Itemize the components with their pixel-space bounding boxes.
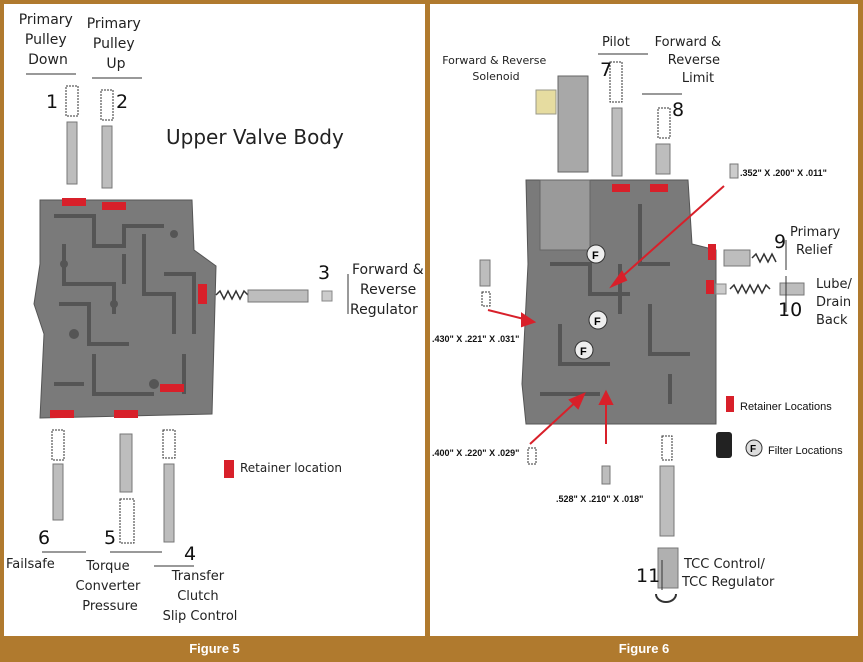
figure-6-diagram: F F F: [432, 35, 856, 603]
figure-5-caption: Figure 5: [189, 641, 240, 656]
valve-2: [100, 89, 114, 189]
retainer-markers: [50, 198, 207, 418]
legend-retainer-swatch: [224, 460, 234, 478]
label-tcc-control: TCC Control/ TCC Regulator: [681, 557, 775, 590]
valve-4: [162, 429, 176, 543]
valve-5: [119, 433, 135, 544]
svg-text:F: F: [750, 444, 756, 455]
legend-retainer-swatch: [726, 396, 734, 412]
dimension-2: .430" X .221" X .031": [432, 334, 519, 344]
retainer-markers: [612, 184, 716, 294]
valve-8: [655, 107, 671, 175]
label-primary-pulley-down: Primary Pulley Down: [19, 12, 78, 68]
legend-retainer-label: Retainer location: [240, 461, 342, 475]
filter-markers: F F F: [574, 244, 608, 360]
label-fwd-rev-limit: Forward & Reverse Limit: [655, 35, 726, 86]
figure-5-panel: Primary Pulley Down Primary Pulley Up 1 …: [4, 4, 425, 636]
legend-retainer-label: Retainer Locations: [740, 401, 832, 413]
valve-9: [723, 249, 777, 267]
valve-1: [65, 85, 79, 185]
label-fwd-rev-regulator: Forward & Reverse Regulator: [350, 262, 425, 318]
label-primary-pulley-up: Primary Pulley Up: [87, 16, 146, 72]
number-8: 8: [672, 99, 684, 121]
label-fwd-rev-solenoid: Forward & Reverse Solenoid: [442, 54, 550, 83]
label-transfer-clutch: Transfer Clutch Slip Control: [163, 569, 238, 624]
legend-filter-icon: F: [716, 432, 763, 458]
figure-5-diagram: Primary Pulley Down Primary Pulley Up 1 …: [6, 12, 425, 624]
label-failsafe: Failsafe: [6, 557, 55, 572]
valve-3: [215, 289, 333, 303]
valve-7: [609, 61, 623, 177]
dimension-3: .400" X .220" X .029": [432, 448, 519, 458]
number-10: 10: [778, 299, 802, 321]
number-5: 5: [104, 527, 116, 549]
label-pilot: Pilot: [602, 35, 630, 50]
number-2: 2: [116, 91, 128, 113]
label-torque-converter-pressure: Torque Converter Pressure: [76, 559, 145, 614]
number-6: 6: [38, 527, 50, 549]
svg-text:F: F: [594, 316, 601, 328]
valve-10: [715, 282, 805, 296]
number-7: 7: [600, 59, 612, 81]
figure-6-caption: Figure 6: [618, 641, 670, 656]
svg-text:F: F: [580, 346, 587, 358]
valve-11: [655, 435, 679, 603]
label-lube-drain-back: Lube/ Drain Back: [816, 277, 856, 328]
fwd-rev-solenoid: [535, 75, 589, 173]
figure-6-panel: F F F: [430, 4, 858, 636]
number-3: 3: [318, 262, 330, 284]
number-9: 9: [774, 231, 786, 253]
label-primary-relief: Primary Relief: [790, 225, 844, 258]
number-11: 11: [636, 565, 660, 587]
dimension-4: .528" X .210" X .018": [556, 494, 643, 504]
legend-filter-label: Filter Locations: [768, 445, 843, 457]
valve-6: [51, 429, 65, 521]
svg-text:F: F: [592, 250, 599, 262]
figure-5-title: Upper Valve Body: [166, 125, 344, 149]
number-4: 4: [184, 543, 196, 565]
dimension-1: .352" X .200" X .011": [740, 168, 827, 178]
number-1: 1: [46, 91, 58, 113]
